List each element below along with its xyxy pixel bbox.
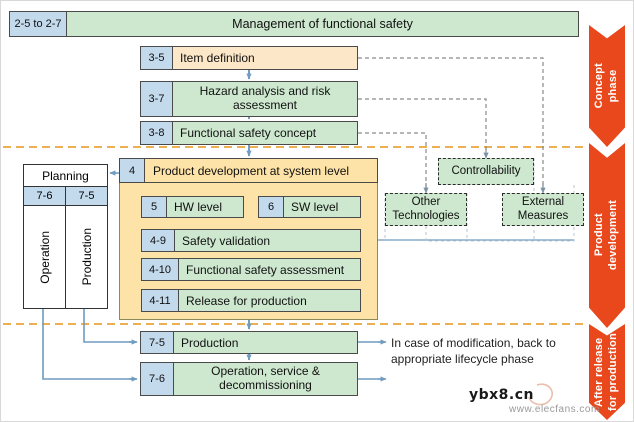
watermark-primary: ybx8.cn <box>469 387 535 403</box>
step-clause: 4 <box>120 159 145 182</box>
management-bar: 2-5 to 2-7 Management of functional safe… <box>9 11 579 37</box>
step-functional-safety-concept[interactable]: 3-8 Functional safety concept <box>140 121 358 145</box>
step-clause: 4-9 <box>142 230 175 251</box>
step-safety-validation[interactable]: 4-9 Safety validation <box>141 229 361 252</box>
step-label: Hazard analysis and risk assessment <box>173 82 357 116</box>
step-clause: 5 <box>142 197 167 217</box>
planning-clause-production: 7-5 <box>66 187 107 205</box>
step-clause: 4-10 <box>142 259 179 280</box>
planning-column-production: Production <box>66 206 107 308</box>
step-clause: 7-6 <box>141 363 174 395</box>
planning-clause-operation: 7-6 <box>24 187 66 205</box>
step-clause: 3-5 <box>141 47 173 69</box>
step-label: Product development at system level <box>145 159 377 182</box>
step-label: Item definition <box>173 47 357 69</box>
step-clause: 3-7 <box>141 82 173 116</box>
step-operation-service[interactable]: 7-6 Operation, service & decommissioning <box>140 362 358 396</box>
step-clause: 3-8 <box>141 122 173 144</box>
phase-arrow-concept: Concept phase <box>589 25 625 147</box>
step-clause: 6 <box>259 197 284 217</box>
management-clause: 2-5 to 2-7 <box>10 12 67 36</box>
planning-block[interactable]: Planning 7-6 7-5 Operation Production <box>23 164 108 309</box>
step-label: Safety validation <box>175 230 360 251</box>
phase-label: Product development <box>593 200 619 271</box>
step-label: HW level <box>167 197 243 217</box>
planning-clauses: 7-6 7-5 <box>24 187 107 206</box>
box-other-technologies[interactable]: Other Technologies <box>385 193 467 226</box>
phase-label: Concept phase <box>593 63 619 109</box>
modification-note: In case of modification, back to appropr… <box>391 336 556 367</box>
step-product-development[interactable]: 4 Product development at system level <box>119 158 378 183</box>
step-label: Functional safety concept <box>173 122 357 144</box>
step-label: Release for production <box>179 290 360 311</box>
management-title: Management of functional safety <box>67 12 578 36</box>
planning-title: Planning <box>24 165 107 187</box>
phase-label: After release for production <box>593 333 619 411</box>
box-external-measures[interactable]: External Measures <box>502 193 584 226</box>
step-item-definition[interactable]: 3-5 Item definition <box>140 46 358 70</box>
box-controllability[interactable]: Controllability <box>438 158 534 185</box>
step-sw-level[interactable]: 6 SW level <box>258 196 361 218</box>
step-functional-safety-assessment[interactable]: 4-10 Functional safety assessment <box>141 258 361 281</box>
step-hazard-analysis[interactable]: 3-7 Hazard analysis and risk assessment <box>140 81 358 117</box>
step-label: SW level <box>284 197 360 217</box>
step-production[interactable]: 7-5 Production <box>140 331 358 354</box>
planning-columns: Operation Production <box>24 206 107 308</box>
step-clause: 7-5 <box>141 332 174 353</box>
watermark-secondary: www.elecfans.com <box>509 404 600 415</box>
step-release-for-production[interactable]: 4-11 Release for production <box>141 289 361 312</box>
step-label: Functional safety assessment <box>179 259 360 280</box>
step-hw-level[interactable]: 5 HW level <box>141 196 244 218</box>
step-clause: 4-11 <box>142 290 179 311</box>
phase-arrow-product-development: Product development <box>589 143 625 328</box>
step-label: Production <box>174 332 357 353</box>
planning-column-operation: Operation <box>24 206 66 308</box>
phase-arrow-after-release: After release for production <box>589 324 625 420</box>
step-label: Operation, service & decommissioning <box>174 363 357 395</box>
